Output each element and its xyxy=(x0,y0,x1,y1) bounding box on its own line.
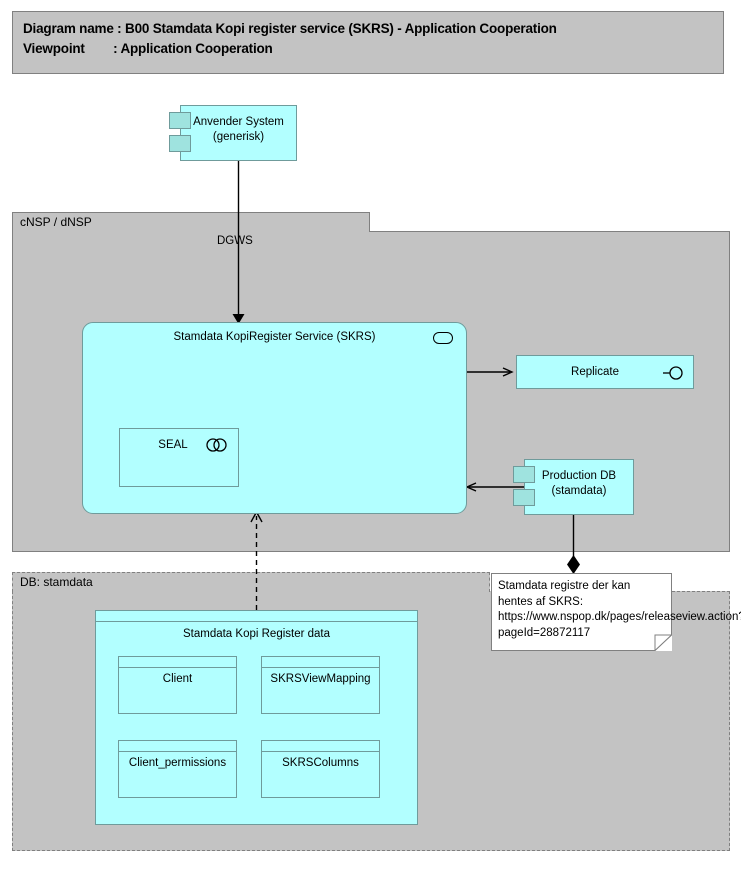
group-cnsp-dnsp-label: cNSP / dNSP xyxy=(12,212,370,232)
entity-client-permissions[interactable]: Client_permissions xyxy=(118,740,237,798)
application-service-icon xyxy=(433,332,453,344)
interface-lollipop-icon xyxy=(663,366,683,380)
node-replicate[interactable]: Replicate xyxy=(516,355,694,389)
entity-skrsviewmapping-label: SKRSViewMapping xyxy=(270,673,371,685)
application-collaboration-icon xyxy=(206,438,227,452)
node-anvender-system[interactable]: Anvender System (generisk) xyxy=(180,105,297,161)
component-tab-icon xyxy=(169,135,191,152)
entity-skrscolumns[interactable]: SKRSColumns xyxy=(261,740,380,798)
group-db-stamdata-label: DB: stamdata xyxy=(12,572,490,592)
diagram-name-line: Diagram name : B00 Stamdata Kopi registe… xyxy=(23,21,557,36)
component-tab-icon xyxy=(513,466,535,483)
node-seal[interactable]: SEAL xyxy=(119,428,239,487)
diagram-title-block: Diagram name : B00 Stamdata Kopi registe… xyxy=(12,11,724,74)
entity-client-label: Client xyxy=(162,673,193,685)
note-stamdata-registre: Stamdata registre der kan hentes af SKRS… xyxy=(491,573,741,651)
viewpoint-line: Viewpoint : Application Cooperation xyxy=(23,41,273,56)
node-anvender-system-label: Anvender System (generisk) xyxy=(193,116,284,143)
entity-skrscolumns-label: SKRSColumns xyxy=(282,757,359,769)
entity-header-strip xyxy=(262,657,379,668)
node-skrs-service-label: Stamdata KopiRegister Service (SKRS) xyxy=(173,331,376,343)
entity-skrsviewmapping[interactable]: SKRSViewMapping xyxy=(261,656,380,714)
component-tab-icon xyxy=(513,489,535,506)
edge-label-dgws: DGWS xyxy=(217,235,253,247)
entity-header-strip xyxy=(119,741,236,752)
node-seal-label: SEAL xyxy=(158,439,188,451)
composition-diamond-note xyxy=(567,555,580,574)
node-production-db-label: Production DB (stamdata) xyxy=(541,470,617,497)
component-tab-icon xyxy=(169,112,191,129)
node-header-strip xyxy=(96,611,417,622)
node-skrs-service[interactable]: Stamdata KopiRegister Service (SKRS) SEA… xyxy=(82,322,467,514)
node-replicate-label: Replicate xyxy=(571,366,619,378)
entity-client[interactable]: Client xyxy=(118,656,237,714)
entity-client-permissions-label: Client_permissions xyxy=(128,757,227,769)
note-text: Stamdata registre der kan hentes af SKRS… xyxy=(498,580,741,639)
entity-header-strip xyxy=(119,657,236,668)
node-production-db[interactable]: Production DB (stamdata) xyxy=(524,459,634,515)
node-skrs-data-label: Stamdata Kopi Register data xyxy=(182,628,331,640)
note-shape xyxy=(491,573,672,651)
entity-header-strip xyxy=(262,741,379,752)
